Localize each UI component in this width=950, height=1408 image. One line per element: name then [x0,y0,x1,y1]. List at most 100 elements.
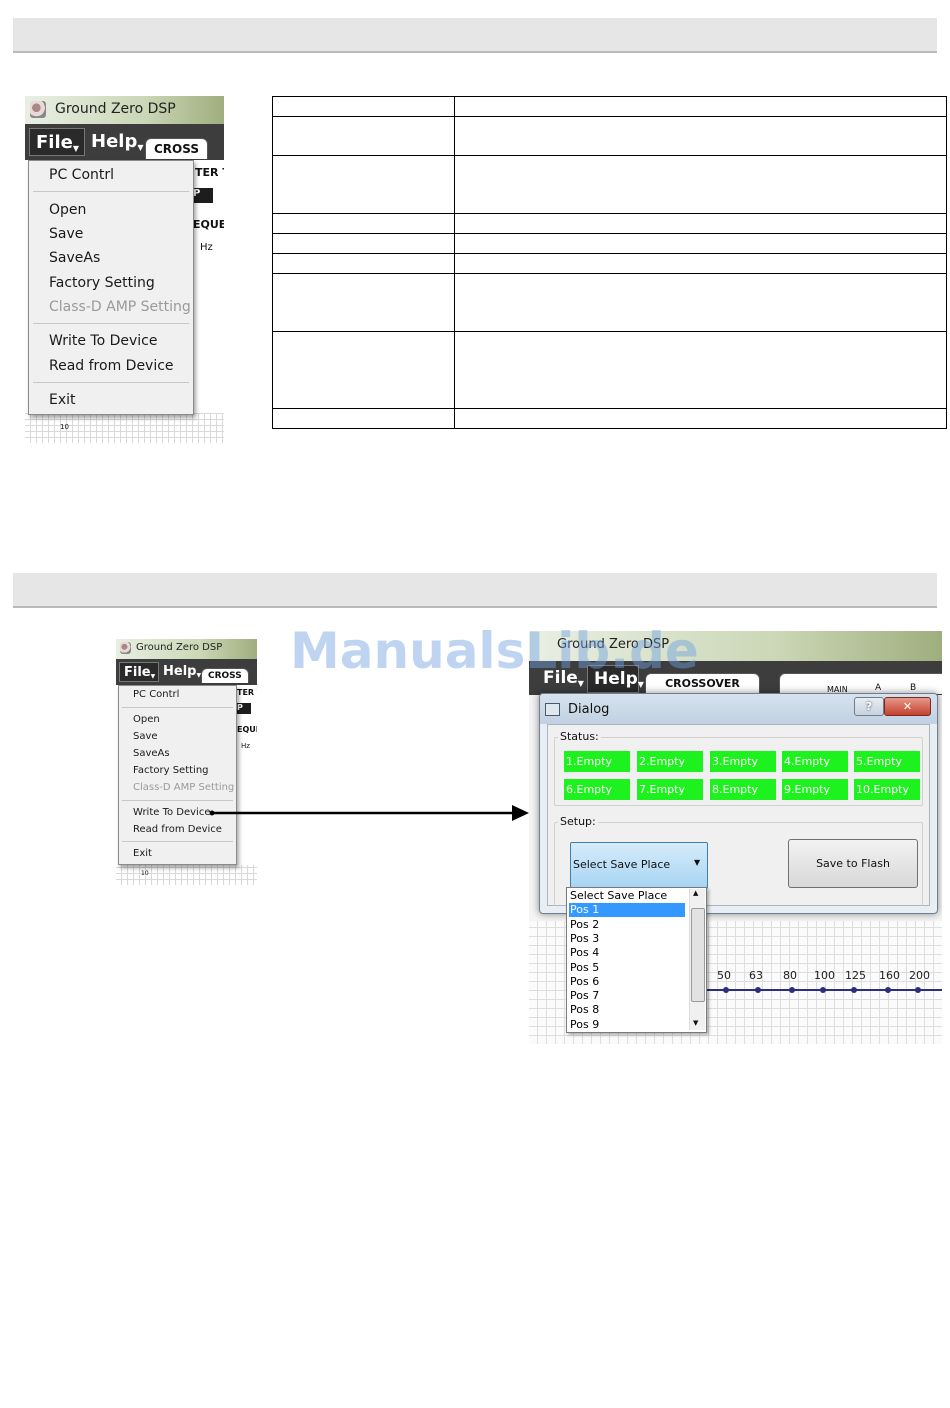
help-menu-button[interactable]: Help▼ [85,128,144,156]
table-cell [272,408,455,429]
eq-point-marker[interactable] [755,987,761,993]
help-menu-button[interactable]: Help▼ [587,665,644,693]
menu-item-save-as[interactable]: SaveAs [133,748,170,759]
menu-item-factory-setting[interactable]: Factory Setting [49,275,155,291]
chart-grid-fragment: 10 [25,413,224,443]
menu-item-write-to-device[interactable]: Write To Device [133,807,211,818]
eq-point-marker[interactable] [885,987,891,993]
scroll-down-icon[interactable]: ▼ [693,1019,699,1027]
dropdown-option[interactable]: Pos 2 [570,917,600,931]
frequency-label: 63 [749,969,763,982]
scroll-up-icon[interactable]: ▲ [693,889,699,897]
table-cell [272,96,455,117]
table-cell [454,253,947,274]
file-dropdown-menu: PC Contrl Open Save SaveAs Factory Setti… [28,160,194,415]
table-row [272,213,947,234]
menu-separator [33,191,189,192]
list-scrollbar[interactable]: ▲ ▼ [689,889,705,1030]
help-button[interactable]: ? [854,697,884,716]
dropdown-option[interactable]: Select Save Place [570,889,668,902]
menu-item-open[interactable]: Open [49,202,87,218]
storage-slot-status: 2.Empty [637,751,703,772]
file-menu-button[interactable]: File▼ [537,665,584,693]
dropdown-option[interactable]: Pos 3 [570,931,600,945]
save-place-select-value: Select Save Place [573,858,671,871]
menu-item-exit[interactable]: Exit [49,392,76,408]
chevron-down-icon: ▼ [637,680,644,689]
file-menu-button[interactable]: File▼ [29,128,85,156]
setup-label: Setup: [558,815,598,828]
app-title: Ground Zero DSP [55,101,176,117]
table-cell [454,155,947,214]
menu-item-factory-setting[interactable]: Factory Setting [133,765,209,776]
status-group [554,737,923,806]
save-place-select[interactable]: Select Save Place ▼ [570,842,708,889]
table-cell [272,233,455,254]
dropdown-option[interactable]: Pos 1 [569,903,685,918]
menu-description-table [272,96,947,429]
frequency-label: 80 [783,969,797,982]
dialog-icon [545,703,560,716]
menu-item-pc-control[interactable]: PC Contrl [133,689,180,700]
table-cell [272,273,455,332]
chevron-down-icon: ▼ [150,673,156,680]
dropdown-option[interactable]: Pos 8 [570,1003,600,1017]
background-fragment: TER T [237,688,257,697]
menu-item-open[interactable]: Open [133,714,160,725]
menu-item-save[interactable]: Save [133,731,158,742]
eq-point-marker[interactable] [915,987,921,993]
app-title: Ground Zero DSP [136,642,223,653]
storage-slot-status: 3.Empty [710,751,776,772]
tab-crossover[interactable]: CROSSOVER [645,673,760,693]
table-cell [454,96,947,117]
background-fragment: A [875,683,882,693]
tab-crossover[interactable]: CROSS [201,668,249,683]
eq-point-marker[interactable] [851,987,857,993]
menu-item-write-to-device[interactable]: Write To Device [49,333,158,349]
menu-item-read-from-device[interactable]: Read from Device [49,358,174,374]
menu-item-pc-control[interactable]: PC Contrl [49,167,115,183]
chevron-down-icon: ▼ [137,143,144,152]
file-menu-button[interactable]: File▼ [119,662,159,682]
dropdown-option[interactable]: Pos 6 [570,974,600,988]
storage-slot-status: 8.Empty [710,779,776,800]
menu-separator [122,841,233,842]
close-button[interactable]: ✕ [884,697,931,716]
menu-item-save-as[interactable]: SaveAs [49,250,101,266]
menu-item-read-from-device[interactable]: Read from Device [133,824,222,835]
tab-other[interactable]: MAIN A B [779,673,942,694]
eq-point-marker[interactable] [723,987,729,993]
table-cell [272,331,455,409]
frequency-label: 160 [879,969,900,982]
menu-separator [33,323,189,324]
dropdown-option[interactable]: Pos 9 [570,1017,600,1031]
storage-slot-status: 5.Empty [854,751,920,772]
eq-point-marker[interactable] [820,987,826,993]
eq-point-marker[interactable] [789,987,795,993]
menu-item-save[interactable]: Save [49,226,84,242]
scale-label: 10 [60,423,69,431]
menu-item-class-d-amp-setting: Class-D AMP Setting [49,299,191,315]
save-to-flash-button[interactable]: Save to Flash [788,839,918,888]
tab-crossover[interactable]: CROSS [145,138,208,159]
frequency-label: 200 [909,969,930,982]
chart-grid-fragment: 10 [116,865,257,885]
background-fragment: B [910,683,917,693]
scrollbar-thumb[interactable] [691,908,705,1002]
menu-separator [122,800,233,801]
dropdown-option[interactable]: Pos 5 [570,960,600,974]
section-header-band-2 [13,573,937,608]
storage-slot-status: 1.Empty [564,751,630,772]
table-cell [454,331,947,409]
dropdown-option[interactable]: Pos 7 [570,989,600,1003]
table-row [272,96,947,117]
background-fragment: TER T [195,166,224,179]
help-menu-button[interactable]: Help▼ [159,662,201,682]
menu-separator [33,382,189,383]
dropdown-option[interactable]: Pos 4 [570,946,600,960]
file-menu-label: File [543,668,578,688]
menu-item-exit[interactable]: Exit [133,848,152,859]
